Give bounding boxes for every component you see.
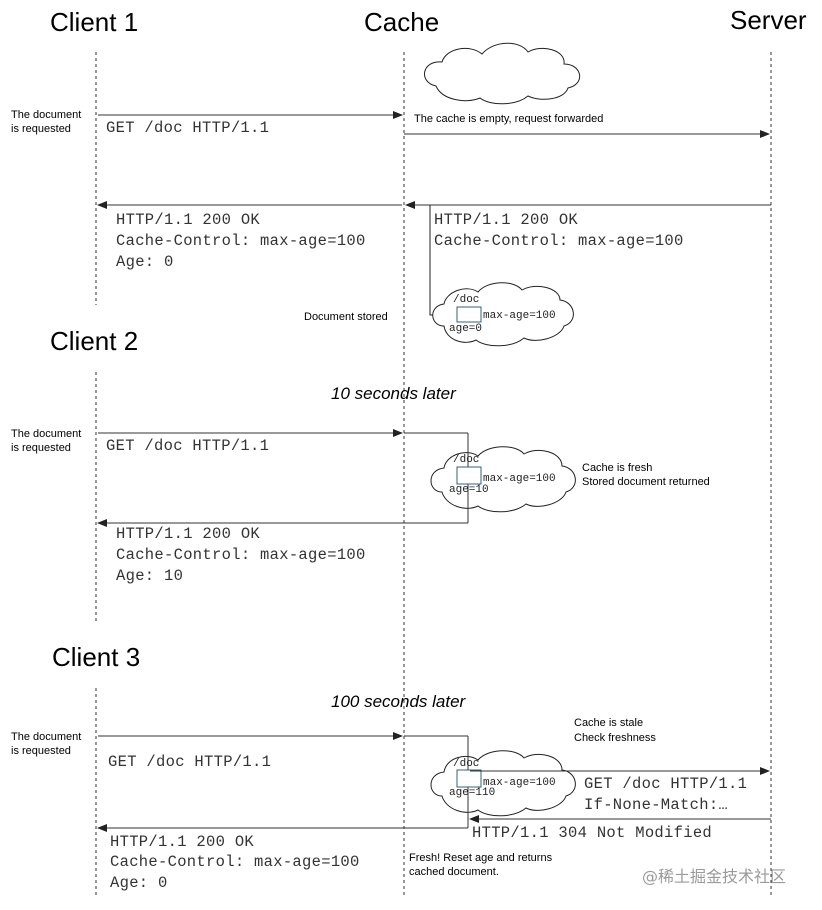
msg-get-doc-2: GET /doc HTTP/1.1 [106, 437, 269, 455]
msg-age-0: Age: 0 [116, 253, 174, 271]
cache-age-110: age=110 [449, 787, 495, 799]
cache-path-2: /doc [453, 454, 479, 466]
stored-cache-cloud [432, 282, 574, 347]
client1-label: Client 1 [50, 7, 138, 37]
note-reset-2: cached document. [409, 866, 499, 878]
msg-cache-control-2: Cache-Control: max-age=100 [116, 546, 366, 564]
msg-if-none-match: If-None-Match:… [584, 796, 728, 814]
server-label: Server [730, 5, 807, 35]
note-hundred-seconds: 100 seconds later [331, 692, 467, 711]
msg-200-ok-2: HTTP/1.1 200 OK [116, 525, 260, 543]
cache-age-10: age=10 [449, 484, 489, 496]
note-reset-1: Fresh! Reset age and returns [409, 852, 553, 864]
msg-age-10: Age: 10 [116, 567, 183, 585]
note-stale-1: Cache is stale [574, 717, 643, 729]
cache-age-0: age=0 [449, 323, 482, 335]
cache-label: Cache [364, 7, 439, 37]
msg-200-ok-3: HTTP/1.1 200 OK [110, 833, 254, 851]
fresh-cache-cloud [430, 446, 576, 513]
note-fresh-1: Cache is fresh [582, 462, 652, 474]
note-requested-2a: The document [11, 428, 81, 440]
msg-cache-control-1: Cache-Control: max-age=100 [116, 232, 366, 250]
note-requested-2b: is requested [11, 442, 71, 454]
empty-cache-cloud [424, 42, 580, 105]
cache-maxage-1: max-age=100 [483, 310, 556, 322]
client2-label: Client 2 [50, 326, 138, 356]
msg-200-ok-1: HTTP/1.1 200 OK [116, 211, 260, 229]
msg-get-doc-revalidate: GET /doc HTTP/1.1 [584, 775, 747, 793]
note-ten-seconds: 10 seconds later [331, 384, 457, 403]
note-requested-1b: is requested [11, 123, 71, 135]
note-document-stored: Document stored [304, 311, 388, 323]
msg-304: HTTP/1.1 304 Not Modified [472, 824, 712, 842]
note-requested-1a: The document [11, 109, 81, 121]
note-cache-empty: The cache is empty, request forwarded [414, 113, 603, 125]
client3-label: Client 3 [52, 642, 140, 672]
watermark-text: @稀土掘金技术社区 [642, 867, 786, 886]
doc-box-1 [456, 306, 482, 323]
cache-path-1: /doc [453, 294, 479, 306]
note-requested-3b: is requested [11, 745, 71, 757]
msg-age-0-3: Age: 0 [110, 874, 168, 892]
note-fresh-2: Stored document returned [582, 476, 710, 488]
msg-get-doc-1: GET /doc HTTP/1.1 [106, 119, 269, 137]
msg-200-ok-server: HTTP/1.1 200 OK [434, 211, 578, 229]
note-stale-2: Check freshness [574, 732, 656, 744]
cache-path-3: /doc [453, 758, 479, 770]
doc-box-2 [456, 466, 482, 485]
msg-get-doc-3: GET /doc HTTP/1.1 [108, 753, 271, 771]
doc-box-3 [456, 769, 482, 788]
note-requested-3a: The document [11, 731, 81, 743]
msg-cache-control-server: Cache-Control: max-age=100 [434, 232, 684, 250]
cache-maxage-3: max-age=100 [483, 777, 556, 789]
msg-cache-control-3: Cache-Control: max-age=100 [110, 853, 360, 871]
stale-cache-cloud [430, 750, 576, 817]
cache-maxage-2: max-age=100 [483, 473, 556, 485]
